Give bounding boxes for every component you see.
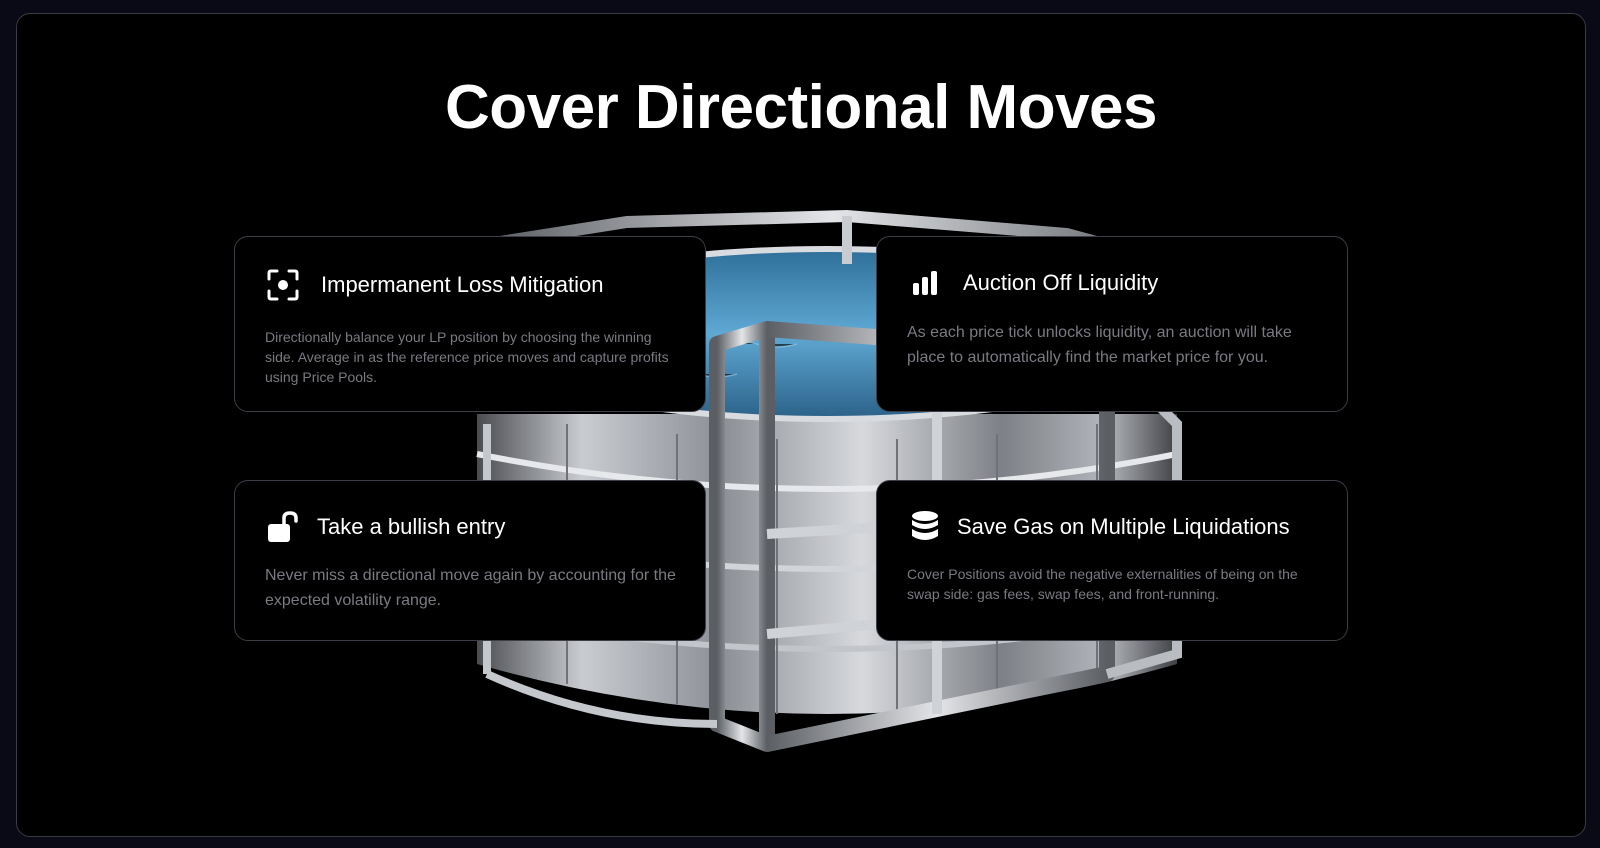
feature-card-auction-liquidity: Auction Off Liquidity As each price tick…: [876, 236, 1348, 412]
card-description: Directionally balance your LP position b…: [265, 329, 669, 385]
card-title: Save Gas on Multiple Liquidations: [957, 514, 1290, 539]
card-header: Take a bullish entry: [265, 509, 505, 545]
section-heading: Cover Directional Moves: [444, 73, 1158, 142]
card-title: Take a bullish entry: [317, 514, 506, 539]
card-header: Impermanent Loss Mitigation: [265, 267, 603, 303]
feature-card-impermanent-loss: Impermanent Loss Mitigation Directionall…: [234, 236, 706, 412]
unlocked-padlock-icon: [265, 509, 301, 545]
database-stack-icon: [907, 509, 943, 545]
card-title: Impermanent Loss Mitigation: [321, 272, 604, 297]
focus-target-icon: [265, 267, 301, 303]
card-description: As each price tick unlocks liquidity, an…: [907, 324, 1292, 366]
feature-card-bullish-entry: Take a bullish entry Never miss a direct…: [234, 480, 706, 641]
feature-card-save-gas: Save Gas on Multiple Liquidations Cover …: [876, 480, 1348, 641]
card-description: Never miss a directional move again by a…: [265, 567, 676, 609]
card-header: Auction Off Liquidity: [907, 265, 1158, 301]
card-header: Save Gas on Multiple Liquidations: [907, 509, 1290, 545]
bar-chart-icon: [907, 265, 943, 301]
card-title: Auction Off Liquidity: [963, 270, 1159, 295]
card-description: Cover Positions avoid the negative exter…: [907, 566, 1298, 602]
feature-panel: Cover Directional Moves: [16, 13, 1586, 837]
